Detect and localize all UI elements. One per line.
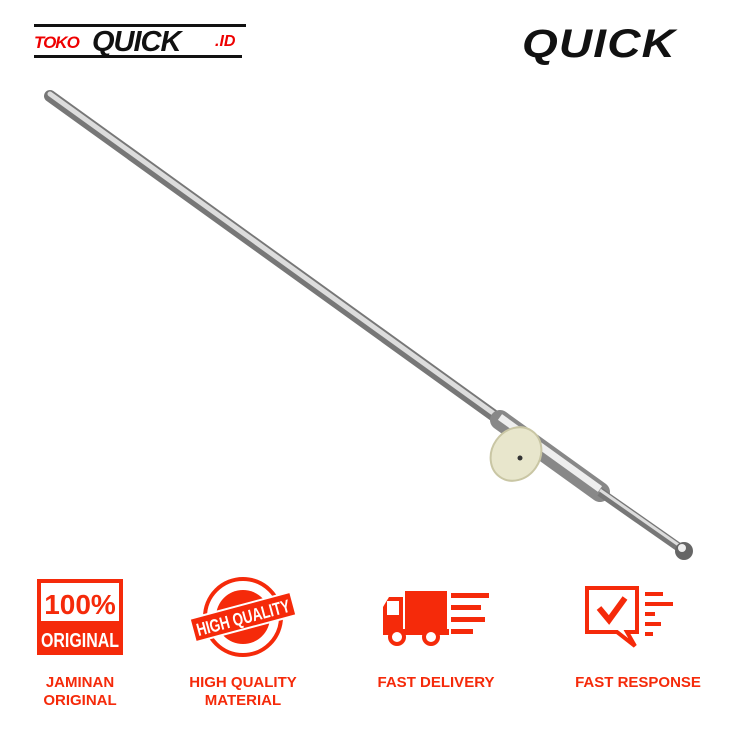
label-line: JAMINAN	[45, 674, 115, 691]
feature-original: 100% ORIGINAL JAMINAN ORIGINAL	[0, 572, 165, 710]
label-line: FAST DELIVERY	[377, 674, 495, 691]
shift-knob	[489, 426, 543, 482]
feature-delivery: FAST DELIVERY	[351, 572, 521, 692]
feature-label: FAST RESPONSE	[553, 674, 723, 692]
label-line: ORIGINAL	[43, 692, 117, 709]
brand-logo: QUICK	[522, 22, 676, 66]
rod-shaft	[44, 90, 693, 560]
logo-name: QUICK	[92, 26, 181, 58]
logo-suffix: .ID	[215, 33, 236, 50]
logo-bar	[34, 55, 242, 58]
label-line: HIGH QUALITY	[189, 674, 297, 691]
original-badge-icon: 100% ORIGINAL	[0, 572, 165, 662]
logo-prefix: TOKO	[34, 33, 80, 52]
feature-label: JAMINAN ORIGINAL	[0, 674, 165, 710]
badge-bottom-text: ORIGINAL	[41, 630, 119, 652]
quality-stamp-icon: HIGH QUALITY	[158, 572, 328, 662]
delivery-truck-icon	[351, 572, 521, 662]
chat-check-icon	[553, 572, 723, 662]
store-logo: TOKO QUICK .ID	[32, 24, 247, 60]
label-line: MATERIAL	[204, 692, 282, 709]
feature-quality: HIGH QUALITY HIGH QUALITY MATERIAL	[158, 572, 328, 710]
feature-label: FAST DELIVERY	[351, 674, 521, 692]
logo-bar	[34, 24, 246, 27]
feature-label: HIGH QUALITY MATERIAL	[158, 674, 328, 710]
badge-top-text: 100%	[44, 589, 116, 620]
label-line: FAST RESPONSE	[575, 674, 701, 691]
feature-response: FAST RESPONSE	[553, 572, 723, 692]
